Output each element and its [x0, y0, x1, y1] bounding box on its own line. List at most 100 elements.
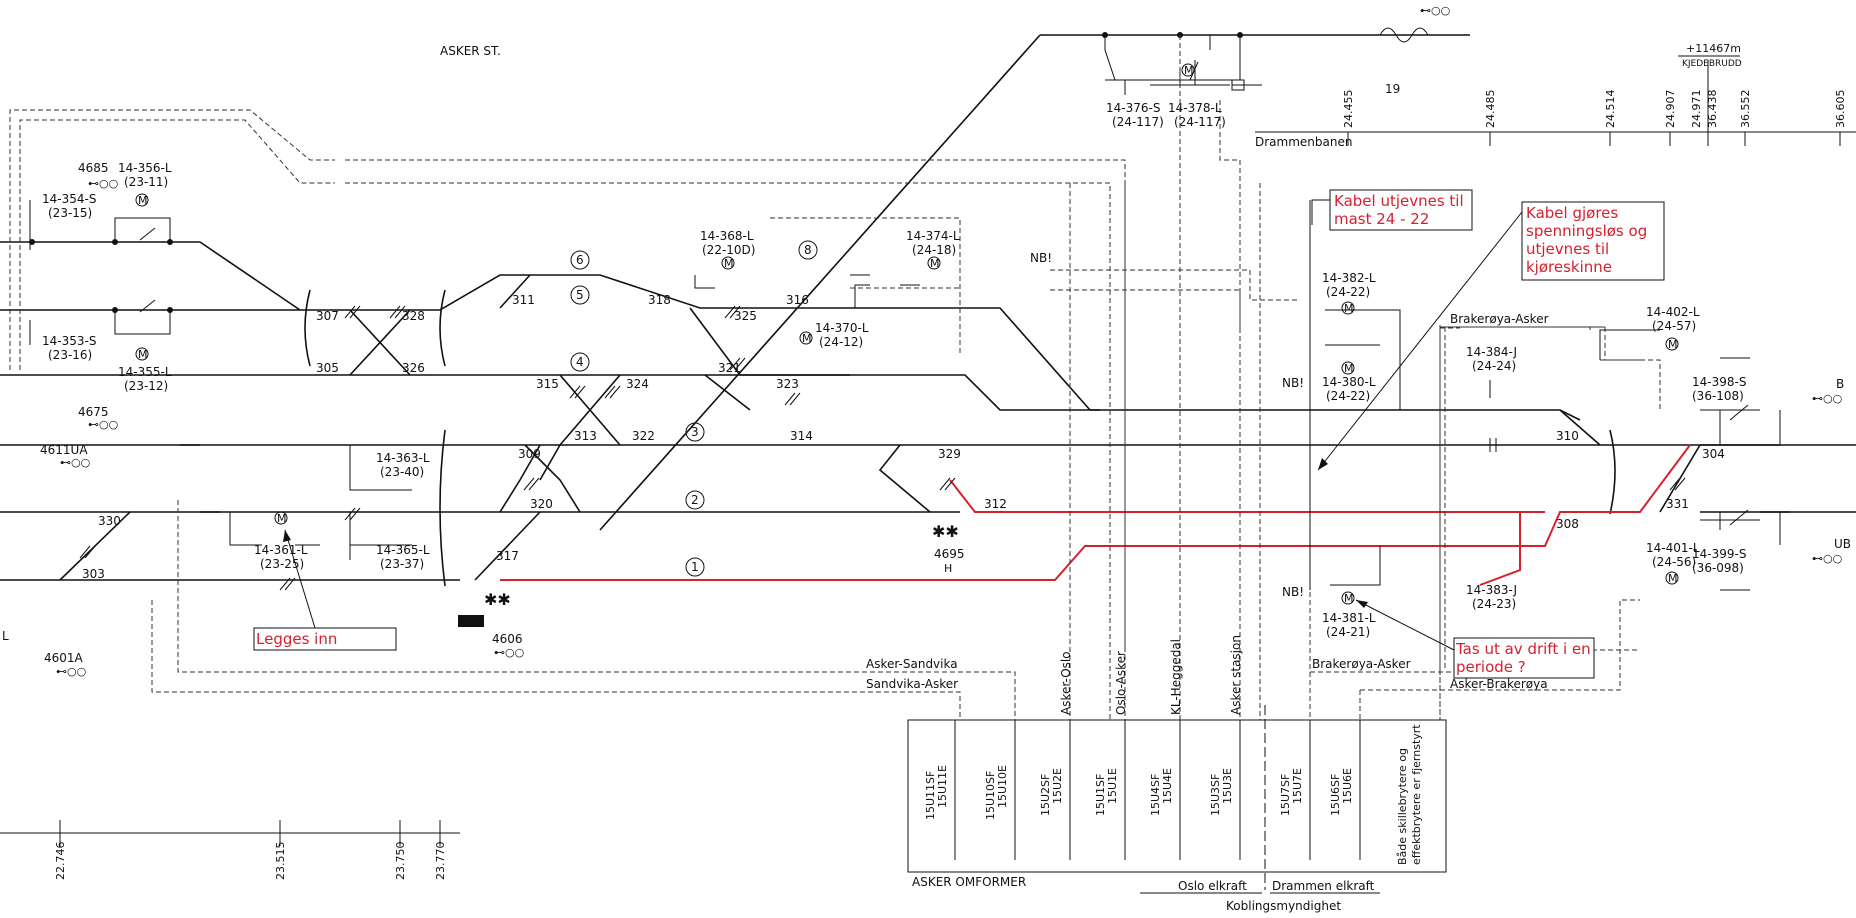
top-line: 19 ⊷○○	[599, 4, 1470, 531]
motor-glyph: M	[1344, 592, 1354, 605]
switch-307: 307	[316, 309, 339, 323]
nb-right-bottom: NB!	[1282, 585, 1304, 599]
signal-4675-glyph: ⊷○○	[88, 418, 118, 431]
annotation-legges-inn-text: Legges inn	[256, 630, 337, 648]
breaker-14-356-L: 14-356-L	[118, 161, 172, 175]
breaker-14-368-L: 14-368-L	[700, 229, 754, 243]
motor-glyph: M	[802, 332, 812, 345]
breakers: M M 14-356-L (23-11) 14-354-S (23-15) 14…	[29, 161, 1781, 639]
koblingsmyndighet: Koblingsmyndighet	[1226, 899, 1341, 913]
km-24485: 24.485	[1484, 90, 1497, 129]
track-4: 4	[576, 355, 584, 369]
track-5: 5	[576, 288, 584, 302]
drammen-elkraft: Drammen elkraft	[1272, 879, 1375, 893]
km-scale-top: Drammenbanen 24.455 24.485 24.514 24.907…	[1255, 42, 1856, 149]
km-36438: 36.438	[1706, 90, 1719, 129]
cell-15U10SF: 15U10SF	[984, 771, 997, 820]
breaker-14-368-L-ref: (22-10D)	[702, 243, 755, 257]
cell-15U11E: 15U11E	[936, 765, 949, 808]
switch-312: 312	[984, 497, 1007, 511]
track-6: 6	[576, 253, 584, 267]
breaker-14-381-L-ref: (24-21)	[1326, 625, 1370, 639]
breaker-14-401-L: 14-401-L	[1646, 541, 1700, 555]
cell-15U10E: 15U10E	[996, 765, 1009, 808]
nb-right-top: NB!	[1282, 376, 1304, 390]
substation: ASKER OMFORMER 15U11SF 15U11E 15U10SF 15…	[907, 705, 1447, 913]
switch-331: 331	[1666, 497, 1689, 511]
cell-15U3E: 15U3E	[1221, 768, 1234, 804]
km-24514: 24.514	[1604, 90, 1617, 129]
switch-311: 311	[512, 293, 535, 307]
breaker-14-376-S-ref: (24-117)	[1112, 115, 1164, 129]
breaker-14-374-L-ref: (24-18)	[912, 243, 956, 257]
cell-15U1SF: 15U1SF	[1094, 774, 1107, 816]
cell-15U3SF: 15U3SF	[1209, 774, 1222, 816]
signal-4685: 4685	[78, 161, 109, 175]
breaker-14-384-J-ref: (24-24)	[1472, 359, 1516, 373]
signal-4611UA-glyph: ⊷○○	[60, 456, 90, 469]
breaker-14-374-L: 14-374-L	[906, 229, 960, 243]
signal-4675: 4675	[78, 405, 109, 419]
breaker-14-383-J-ref: (24-23)	[1472, 597, 1516, 611]
breaker-14-363-L: 14-363-L	[376, 451, 430, 465]
breaker-14-399-S-ref: (36-098)	[1692, 561, 1744, 575]
mast-19-label: 19	[1385, 82, 1400, 96]
switch-323: 323	[776, 377, 799, 391]
km-24455: 24.455	[1342, 90, 1355, 129]
breaker-14-378-L: 14-378-L	[1168, 101, 1222, 115]
kjedebrudd-km: +11467m	[1686, 42, 1741, 55]
oooo-top: ⊷○○	[1420, 4, 1450, 17]
l-marker: L	[2, 629, 9, 643]
breaker-14-376-S: 14-376-S	[1106, 101, 1160, 115]
cell-15U6SF: 15U6SF	[1329, 774, 1342, 816]
switch-303: 303	[82, 567, 105, 581]
substation-name: ASKER OMFORMER	[912, 875, 1026, 889]
km-36605: 36.605	[1834, 90, 1847, 129]
signal-B: B	[1836, 377, 1844, 391]
switch-309: 309	[518, 447, 541, 461]
switch-315: 315	[536, 377, 559, 391]
station-title: ASKER ST.	[440, 44, 501, 58]
switch-314: 314	[790, 429, 813, 443]
breaker-14-380-L-ref: (24-22)	[1326, 389, 1370, 403]
annotation-tas-ut: Tas ut av drift i en periode ?	[1355, 599, 1595, 679]
annotation-kabel-gjores-line3: utjevnes til	[1526, 240, 1609, 258]
cell-15U7E: 15U7E	[1291, 768, 1304, 804]
signal-UB: UB	[1834, 537, 1851, 551]
breaker-14-354-S: 14-354-S	[42, 192, 96, 206]
switch-328: 328	[402, 309, 425, 323]
km-23750: 23.750	[394, 842, 407, 881]
switch-326: 326	[402, 361, 425, 375]
switch-324: 324	[626, 377, 649, 391]
breaker-14-402-L-ref: (24-57)	[1652, 319, 1696, 333]
breaker-14-365-L: 14-365-L	[376, 543, 430, 557]
switch-325: 325	[734, 309, 757, 323]
breaker-14-354-S-ref: (23-15)	[48, 206, 92, 220]
feeder-brakeroya-asker-bottom: Brakerøya-Asker	[1312, 657, 1411, 671]
signal-4611UA: 4611UA	[40, 443, 88, 457]
kjedebrudd-label: KJEDEBRUDD	[1682, 59, 1742, 69]
motor-glyph: M	[724, 257, 734, 270]
signal-4685-glyph: ⊷○○	[88, 177, 118, 190]
cell-15U6E: 15U6E	[1341, 768, 1354, 804]
signals: 4685 ⊷○○ 4675 ⊷○○ 4611UA ⊷○○ 4601A ⊷○○ 4…	[2, 161, 1851, 678]
breaker-14-381-L: 14-381-L	[1322, 611, 1376, 625]
motor-glyph: M	[1184, 64, 1194, 77]
annotation-kabel-gjores-line2: spenningsløs og	[1526, 222, 1647, 240]
breaker-14-361-L: 14-361-L	[254, 543, 308, 557]
switch-305: 305	[316, 361, 339, 375]
breaker-14-365-L-ref: (23-37)	[380, 557, 424, 571]
breaker-group-top: M 14-376-S (24-117) 14-378-L (24-117)	[1106, 60, 1262, 129]
signal-B-glyph: ⊷○○	[1812, 392, 1842, 405]
cell-15U7SF: 15U7SF	[1279, 774, 1292, 816]
motor-glyph: M	[1668, 338, 1678, 351]
switch-329: 329	[938, 447, 961, 461]
annotation-kabel-gjores-line4: kjøreskinne	[1526, 258, 1612, 276]
cell-15U4SF: 15U4SF	[1149, 774, 1162, 816]
breaker-14-398-S-ref: (36-108)	[1692, 389, 1744, 403]
km-scale-bottom: 22.746 23.515 23.750 23.770	[0, 820, 460, 880]
annotation-tas-ut-line2: periode ?	[1456, 658, 1526, 676]
km-24907: 24.907	[1664, 90, 1677, 129]
breaker-14-383-J: 14-383-J	[1466, 583, 1517, 597]
switch-330: 330	[98, 514, 121, 528]
